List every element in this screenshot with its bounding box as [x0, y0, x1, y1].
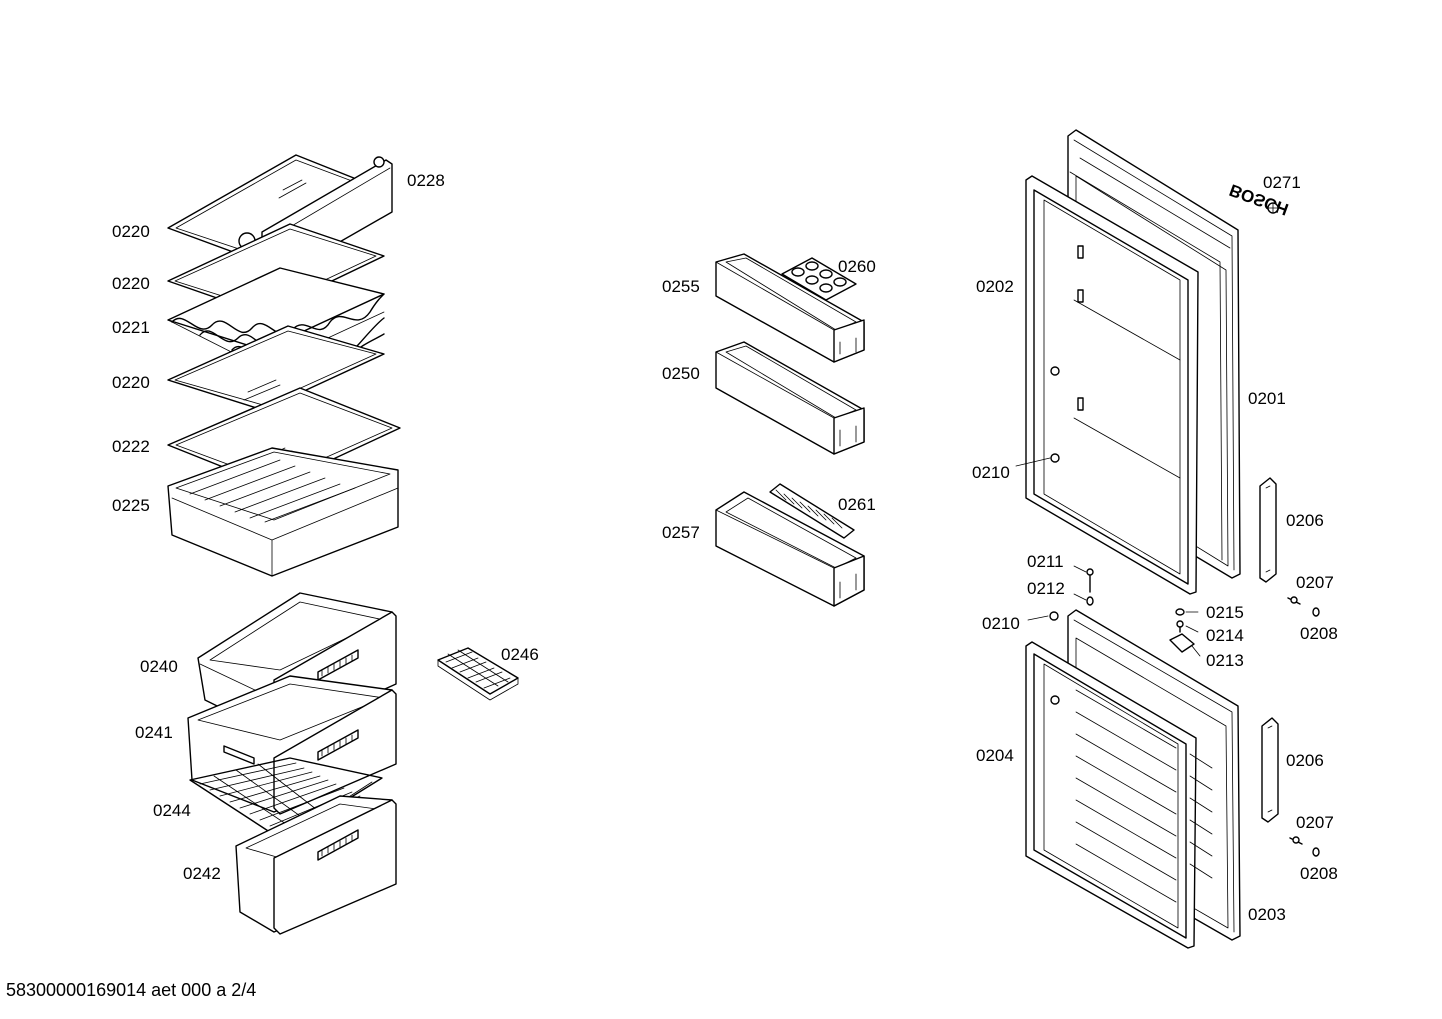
label-0241: 0241 — [135, 723, 173, 742]
upper-door-assembly: BOSCH — [1025, 129, 1291, 595]
part-0242-freezer-drawer — [235, 795, 397, 935]
label-0210: 0210 — [982, 614, 1020, 633]
label-0261: 0261 — [838, 495, 876, 514]
label-0215: 0215 — [1206, 603, 1244, 622]
part-0261-bottle-retainer — [769, 483, 855, 539]
part-0204-door-seal — [1025, 641, 1213, 949]
leader-lines — [1015, 457, 1201, 657]
label-0228: 0228 — [407, 171, 445, 190]
label-0260: 0260 — [838, 257, 876, 276]
label-0207: 0207 — [1296, 573, 1334, 592]
label-0255: 0255 — [662, 277, 700, 296]
label-0214: 0214 — [1206, 626, 1244, 645]
part-0255-door-bin — [715, 253, 865, 363]
part-0206-door-handle-lower — [1261, 717, 1279, 823]
door-bins — [715, 253, 865, 607]
part-0208-cap-lower — [1312, 847, 1320, 857]
part-0207-screw-lower — [1289, 836, 1303, 845]
document-reference-footer: 58300000169014 aet 000 a 2/4 — [6, 980, 257, 1000]
label-0208: 0208 — [1300, 864, 1338, 883]
label-0271: 0271 — [1263, 173, 1301, 192]
label-0240: 0240 — [140, 657, 178, 676]
label-0221: 0221 — [112, 318, 150, 337]
label-0203: 0203 — [1248, 905, 1286, 924]
label-0220: 0220 — [112, 222, 150, 241]
label-0210: 0210 — [972, 463, 1010, 482]
label-0244: 0244 — [153, 801, 191, 820]
part-0246-ice-cube-tray — [437, 647, 519, 701]
part-0214-screw — [1176, 620, 1184, 633]
shelf-stack — [167, 154, 401, 577]
part-0260-egg-tray — [781, 257, 857, 301]
part-0210-plug — [1049, 611, 1059, 621]
label-0242: 0242 — [183, 864, 221, 883]
label-0202: 0202 — [976, 277, 1014, 296]
label-0212: 0212 — [1027, 579, 1065, 598]
label-0207: 0207 — [1296, 813, 1334, 832]
part-0213-hinge-block — [1169, 633, 1195, 653]
part-0206-door-handle-upper — [1259, 477, 1277, 583]
part-0211-screw — [1086, 568, 1094, 593]
part-0250-door-bin — [715, 341, 865, 455]
part-0207-screw-upper — [1287, 596, 1301, 605]
label-0250: 0250 — [662, 364, 700, 383]
part-0220-glass-shelf-2 — [167, 325, 385, 411]
label-0208: 0208 — [1300, 624, 1338, 643]
hinge-hardware — [1049, 568, 1320, 857]
part-0257-door-bin — [715, 491, 865, 607]
label-0222: 0222 — [112, 437, 150, 456]
part-0202-door-seal — [1025, 171, 1223, 595]
part-0212-washer — [1086, 596, 1094, 606]
label-0211: 0211 — [1027, 552, 1064, 571]
part-0241-freezer-drawer — [187, 675, 397, 815]
label-0206: 0206 — [1286, 751, 1324, 770]
label-0257: 0257 — [662, 523, 700, 542]
label-0225: 0225 — [112, 496, 150, 515]
freezer-drawer-stack — [187, 592, 519, 935]
label-0201: 0201 — [1248, 389, 1286, 408]
part-0208-cap-upper — [1312, 607, 1320, 617]
part-0225-vegetable-tray — [167, 447, 399, 577]
label-0204: 0204 — [976, 746, 1014, 765]
label-0220: 0220 — [112, 373, 150, 392]
label-0206: 0206 — [1286, 511, 1324, 530]
part-number-labels: 0228 0220 0220 0221 0220 0222 0225 0240 … — [112, 171, 1338, 924]
label-0213: 0213 — [1206, 651, 1244, 670]
label-0246: 0246 — [501, 645, 539, 664]
label-0220: 0220 — [112, 274, 150, 293]
lower-door-assembly — [1025, 609, 1279, 949]
part-0215-bush — [1175, 608, 1185, 616]
